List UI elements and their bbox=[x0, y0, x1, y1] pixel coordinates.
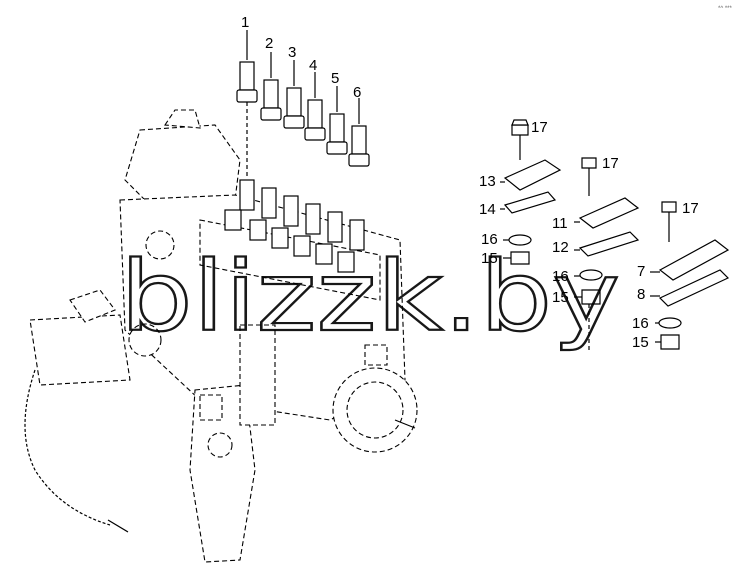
callout-17-c: 17 bbox=[682, 200, 699, 217]
callout-15-c: 15 bbox=[632, 334, 649, 351]
cable-harness bbox=[24, 369, 111, 526]
shaft-end bbox=[394, 419, 416, 429]
injection-pump-assembly bbox=[24, 109, 418, 563]
pipe-fittings-1-6 bbox=[236, 30, 370, 178]
callout-5: 5 bbox=[331, 70, 339, 87]
delivery-valves bbox=[224, 179, 365, 273]
bracket-set-a bbox=[500, 119, 562, 265]
corner-mark: *^ *** bbox=[718, 6, 732, 12]
callout-16-c: 16 bbox=[632, 315, 649, 332]
callout-7: 7 bbox=[637, 263, 645, 280]
callout-11: 11 bbox=[552, 215, 568, 232]
callout-16-a: 16 bbox=[481, 231, 498, 248]
callout-2: 2 bbox=[265, 35, 273, 52]
callout-15-b: 15 bbox=[552, 289, 569, 306]
callout-12: 12 bbox=[552, 239, 569, 256]
callout-8: 8 bbox=[637, 286, 645, 303]
callout-15-a: 15 bbox=[481, 250, 498, 267]
callout-1: 1 bbox=[241, 14, 249, 31]
callout-16-b: 16 bbox=[552, 268, 569, 285]
bracket-set-b bbox=[574, 157, 640, 350]
watermark-text: blizzk.by bbox=[120, 241, 620, 353]
bracket-set-c bbox=[650, 201, 730, 350]
callout-4: 4 bbox=[309, 57, 317, 74]
callout-17-a: 17 bbox=[531, 119, 548, 136]
callout-3: 3 bbox=[288, 44, 296, 61]
callout-14: 14 bbox=[479, 201, 496, 218]
callout-6: 6 bbox=[353, 84, 361, 101]
callouts: 1 2 3 4 5 6 17 13 14 16 15 17 11 12 16 1… bbox=[241, 14, 699, 351]
callout-17-b: 17 bbox=[602, 155, 619, 172]
callout-13: 13 bbox=[479, 173, 496, 190]
